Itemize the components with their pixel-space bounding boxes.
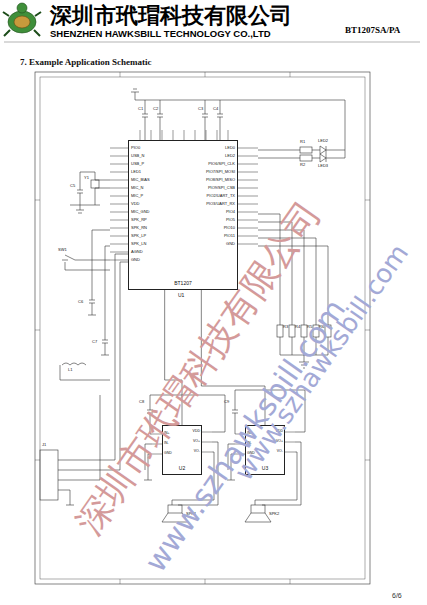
speaker-ref: SPK2 [269,512,279,516]
resistor-ref: R2 [300,163,305,167]
pin-name: VDD [193,430,200,434]
pin-name: AGND [131,250,143,254]
pin-name: PIO6/SPI_CLK [208,162,235,166]
pin-name: VO- [277,450,283,454]
capacitor-ref: C6 [78,300,83,304]
pin-name: LED2 [225,154,235,158]
connector-ref: J1 [42,443,46,447]
chip-name: BT1207 [174,281,192,286]
switch-ref: SW1 [58,248,67,252]
pin-name: GND [226,242,235,246]
pin-name: PIO5 [226,218,235,222]
part-ref: U1 [178,293,184,298]
pin-name: GND [131,258,140,262]
pin-name: MIC_N [131,186,143,190]
pin-name: USB_N [131,154,144,158]
pin-name: VO- [194,450,200,454]
capacitor-ref: C5 [70,184,75,188]
pin-name: GND [164,452,172,456]
pin-name: LED1 [131,170,141,174]
inductor-ref: L1 [68,368,72,372]
capacitor-ref: C8 [139,400,144,404]
pin-name: PIO10 [224,226,235,230]
pin-name: MIC_GND [131,210,149,214]
capacitor-ref: C3 [198,107,203,111]
capacitor-ref: C2 [153,107,158,111]
pin-name: PIO0 [131,146,140,150]
pin-name: USB_P [131,162,144,166]
pin-name: PIO2/UART_TX [207,194,235,198]
pin-name: LED0 [225,146,235,150]
pin-name: SPK_RP [131,218,147,222]
part-number: BT1207SA/PA [345,26,400,35]
company-name-en: SHENZHEN HAWKSBILL TECHNOLOGY CO.,LTD [50,29,271,39]
capacitor-ref: C4 [213,107,218,111]
pin-name: PIO8/SPI_MISO [206,178,235,182]
pin-name: PIO3/UART_RX [206,202,235,206]
page-number: 6/6 [392,592,402,599]
resistor-ref: R4 [295,325,300,329]
pin-name: MIC_P [131,194,143,198]
capacitor-ref: C7 [92,340,97,344]
capacitor-ref: C9 [224,400,229,404]
capacitor-ref: C1 [138,107,143,111]
pin-name: PIO9/SPI_CSB [208,186,235,190]
pin-name: PIO7/SPI_MOSI [206,170,235,174]
led-ref: LED2 [318,139,328,143]
led-ref: LED3 [318,164,328,168]
pin-name: SPK_LP [131,234,146,238]
section-title: 7. Example Application Schematic [20,58,152,67]
pin-name: PIO4 [226,210,235,214]
pin-name: PIO11 [224,234,235,238]
resistor-ref: R3 [283,325,288,329]
pin-name: VDD [131,202,139,206]
crystal-ref: Y1 [84,176,89,180]
chip-name: U2 [179,466,185,471]
pin-name: VO+ [193,440,200,444]
pin-name: MIC_BIAS [131,178,150,182]
pin-name: SPK_RN [131,226,147,230]
resistor-ref: R1 [300,140,305,144]
pin-name: SPK_LN [131,242,146,246]
company-name: 深圳市玳瑁科技有限公司 [50,5,292,27]
